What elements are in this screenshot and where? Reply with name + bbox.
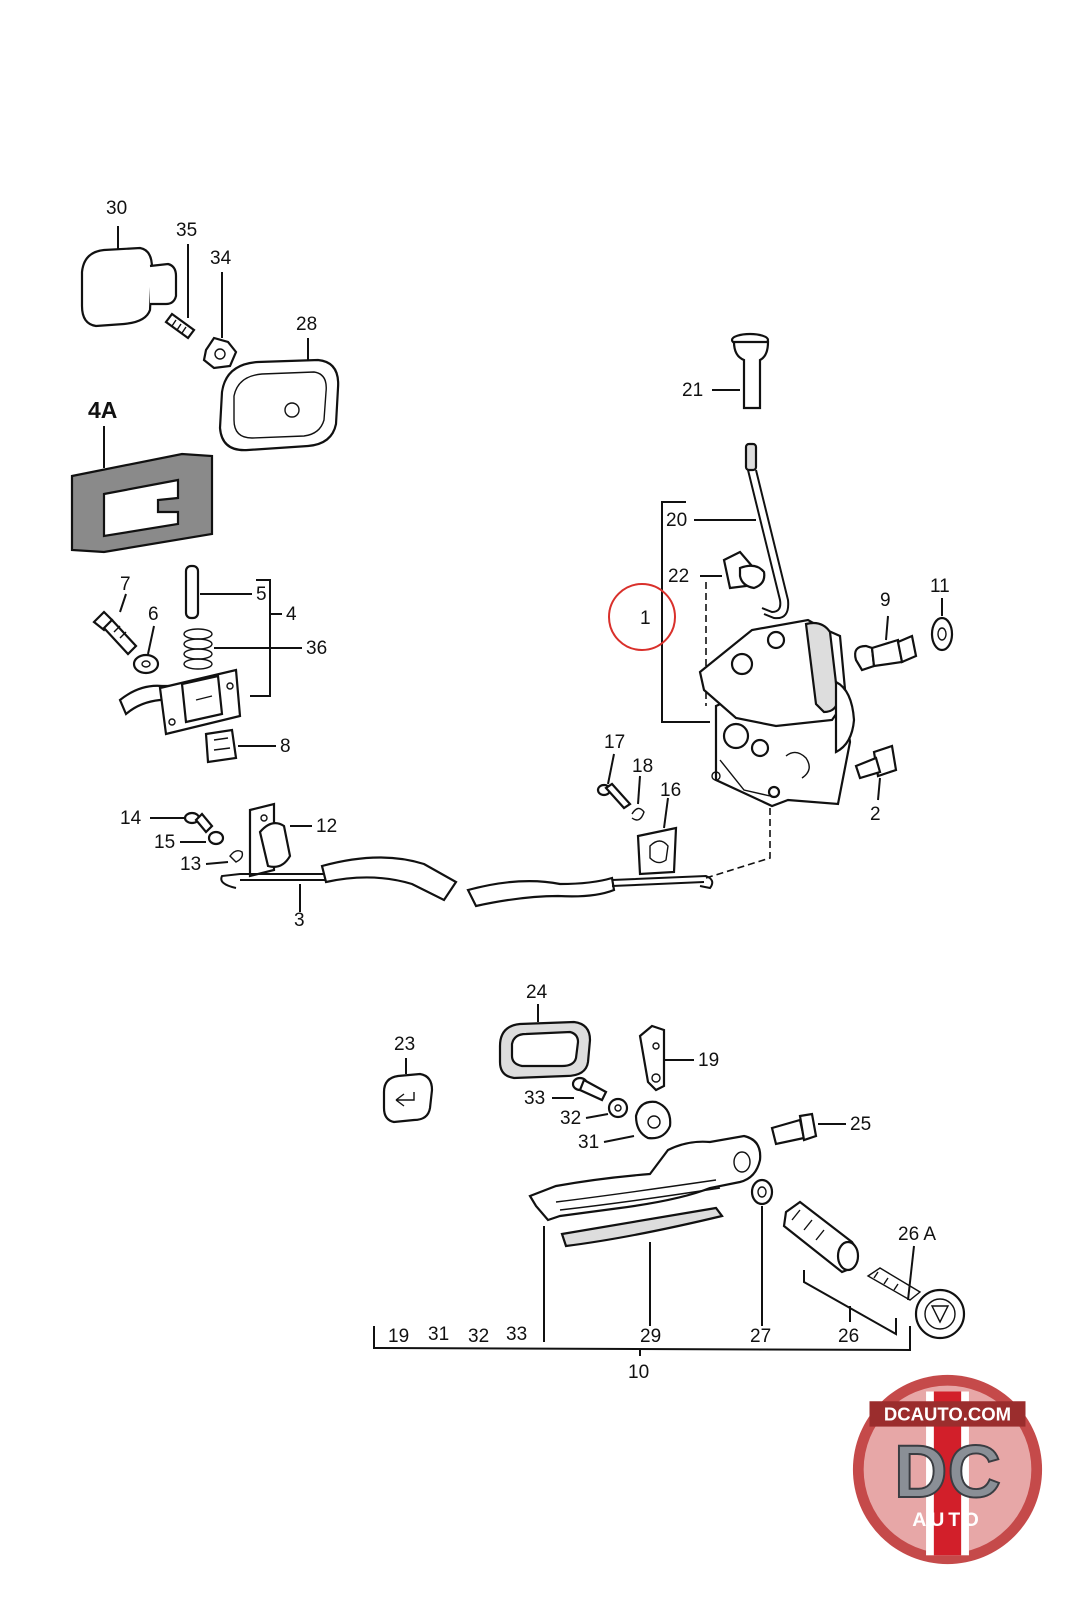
label-kit10-31: 31: [428, 1324, 449, 1345]
part-31-bearing: [603, 1100, 672, 1143]
dcauto-logo: DCAUTO.COM DC AUTO: [852, 1374, 1043, 1565]
label-8: 8: [280, 736, 291, 757]
label-22: 22: [668, 566, 689, 587]
label-29: 29: [640, 1326, 661, 1347]
part-20-rod: [694, 442, 790, 620]
label-7: 7: [120, 574, 131, 595]
label-9: 9: [880, 590, 891, 611]
part-15-washer: [180, 830, 225, 846]
logo-initials: DC: [894, 1430, 1001, 1513]
part-17-screw: [596, 753, 632, 810]
label-2: 2: [870, 804, 881, 825]
label-17: 17: [604, 732, 625, 753]
part-29-pad: [560, 1206, 724, 1326]
part-26a-cap: [907, 1245, 966, 1340]
logo-banner: [869, 1401, 1026, 1427]
label-kit10-19: 19: [388, 1326, 409, 1347]
part-28-bezel: [218, 338, 340, 452]
label-34: 34: [210, 248, 232, 269]
part-32-washer: [585, 1097, 629, 1119]
label-14: 14: [120, 808, 142, 829]
highlight-circle-1: [608, 583, 676, 651]
part-7-bolt: [92, 593, 138, 656]
label-4a: 4A: [88, 397, 117, 423]
link-rod-lock: [705, 790, 771, 879]
part-33-screw: [552, 1076, 608, 1102]
label-32: 32: [560, 1108, 581, 1129]
part-24-gasket: [498, 1004, 592, 1080]
part-5-pin: [184, 564, 252, 620]
label-5: 5: [256, 584, 267, 605]
label-30: 30: [106, 198, 127, 219]
bracket-4: [250, 579, 271, 697]
logo-word: AUTO: [912, 1509, 983, 1531]
bracket-1: [661, 501, 710, 723]
part-6-washer: [132, 625, 160, 675]
part-13-clip: [205, 849, 244, 865]
part-11-washer: [930, 598, 954, 652]
label-26: 26: [838, 1326, 859, 1347]
part-2-bolt: [854, 744, 898, 801]
label-18: 18: [632, 756, 653, 777]
part-25-screw: [770, 1112, 846, 1146]
part-19-lever: [638, 1024, 694, 1092]
part-36-spring: [183, 628, 302, 670]
part-26-lock-cylinder: [782, 1200, 922, 1336]
label-21: 21: [682, 380, 703, 401]
part-8-clip: [204, 728, 276, 764]
label-31: 31: [578, 1132, 599, 1153]
label-1: 1: [640, 608, 651, 629]
part-30-cap: [80, 226, 178, 328]
label-33: 33: [524, 1088, 545, 1109]
part-1-lock: [698, 618, 856, 808]
part-27-grommet: [750, 1178, 774, 1326]
label-6: 6: [148, 604, 159, 625]
bracket-10: [373, 1326, 911, 1352]
label-3: 3: [294, 910, 305, 931]
part-12-guide: [248, 802, 312, 878]
label-28: 28: [296, 314, 317, 335]
logo-site-text: DCAUTO.COM: [884, 1404, 1011, 1425]
part-14-screw: [150, 811, 214, 834]
part-34-clip: [202, 272, 238, 370]
label-20: 20: [666, 510, 687, 531]
part-4a-foam-pad: [70, 426, 214, 554]
part-3-rod: [220, 856, 714, 912]
label-12: 12: [316, 816, 337, 837]
label-4: 4: [286, 604, 297, 625]
part-16-guide: [636, 797, 678, 876]
part-9-bolt: [854, 615, 918, 672]
label-26a: 26 A: [898, 1224, 936, 1245]
label-16: 16: [660, 780, 681, 801]
label-25: 25: [850, 1114, 871, 1135]
part-21-pin: [712, 332, 770, 410]
part-4-hinge: [118, 668, 242, 736]
label-27: 27: [750, 1326, 771, 1347]
label-24: 24: [526, 982, 548, 1003]
part-22-cap: [700, 550, 766, 590]
part-23-trim: [382, 1058, 434, 1124]
part-18-clip: [631, 775, 645, 821]
label-35: 35: [176, 220, 197, 241]
label-36: 36: [306, 638, 327, 659]
part-35-screw: [164, 244, 196, 340]
label-11: 11: [930, 576, 950, 597]
label-kit10-32: 32: [468, 1326, 489, 1347]
label-10: 10: [628, 1362, 649, 1383]
label-15: 15: [154, 832, 175, 853]
part-handle: [528, 1134, 762, 1222]
label-19: 19: [698, 1050, 719, 1071]
label-23: 23: [394, 1034, 415, 1055]
label-13: 13: [180, 854, 201, 875]
label-kit10-33: 33: [506, 1324, 527, 1345]
